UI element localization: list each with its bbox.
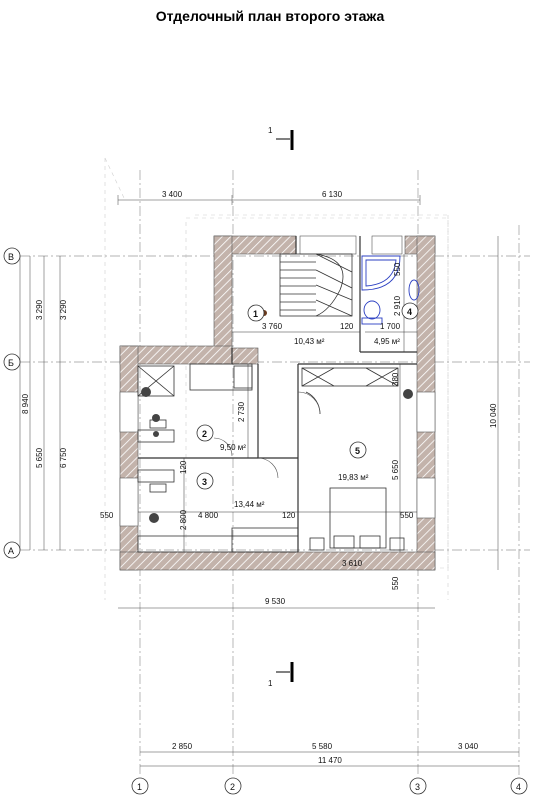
dim-top-2: 6 130 [322,190,343,199]
room-4-number: 4 [407,307,412,317]
dim-room3-height: 2 800 [179,509,188,530]
room-2-number: 2 [202,429,207,439]
axis-row-v: В [8,252,14,262]
dim-bottom-inner: 3 610 [342,559,363,568]
axis-row-b: Б [8,358,14,368]
plan-title: Отделочный план второго этажа [155,8,385,24]
room-5-area: 19,83 м² [338,473,369,482]
room-2-area: 9,50 м² [220,443,246,452]
windows [119,235,436,527]
axis-col-3: 3 [415,782,420,792]
dim-top-1: 3 400 [162,190,183,199]
section-mark-bottom: 1 [268,662,294,688]
axis-col-4: 4 [516,782,521,792]
dim-bottom-axis-1: 2 850 [172,742,193,751]
dim-room4-width: 1 700 [380,322,401,331]
axis-col-1: 1 [137,782,142,792]
room-3-area: 13,44 м² [234,500,265,509]
row-axis-bubbles [3,247,21,559]
dim-bottom-axis-total: 11 470 [318,756,342,765]
dim-bottom-out: 550 [391,576,400,590]
walls [119,235,436,571]
dim-chains [19,195,519,767]
dim-room4-top: 550 [393,262,402,276]
guide-lines [104,157,449,600]
room-1-area: 10,43 м² [294,337,325,346]
dim-left-inner-1: 3 290 [35,299,44,320]
dim-room3-width: 4 800 [198,511,219,520]
dim-right-total: 10 040 [489,403,498,428]
dim-room1-width: 3 760 [262,322,283,331]
partitions [138,236,417,552]
room-1-number: 1 [253,309,258,319]
dim-room5-height: 5 650 [391,459,400,480]
section-mark-top-label: 1 [268,126,273,135]
staircase [279,253,353,317]
section-mark-bottom-label: 1 [268,679,273,688]
dim-room2-height: 2 730 [237,401,246,422]
dim-bottom-width: 9 530 [265,597,286,606]
dim-left-out: 550 [100,511,114,520]
room-dim-lines [138,254,417,552]
dim-room4-height: 2 910 [393,295,402,316]
dim-room3-gap: 120 [282,511,296,520]
dim-room5-gap: 380 [391,372,400,386]
axis-row-a: А [8,546,14,556]
dim-left-total-2: 5 650 [35,447,44,468]
dim-bottom-axis-2: 5 580 [312,742,333,751]
dim-left-total-3: 6 750 [59,447,68,468]
room-number-circles [196,302,419,490]
axis-lines [20,170,530,775]
dim-right-out: 550 [400,511,414,520]
bathroom-fixtures [361,255,420,325]
axis-col-2: 2 [230,782,235,792]
furniture [137,363,405,553]
room-4-area: 4,95 м² [374,337,400,346]
room-5-number: 5 [355,446,360,456]
col-axis-bubbles [131,777,528,795]
dim-room2-gap: 120 [179,460,188,474]
doors [213,391,321,479]
plants [141,387,413,523]
dim-left-total-1: 8 940 [21,393,30,414]
dim-left-inner-2: 3 290 [59,299,68,320]
room-3-number: 3 [202,477,207,487]
dim-room1-gap: 120 [340,322,354,331]
dim-bottom-axis-3: 3 040 [458,742,479,751]
section-mark-top: 1 [268,126,294,150]
